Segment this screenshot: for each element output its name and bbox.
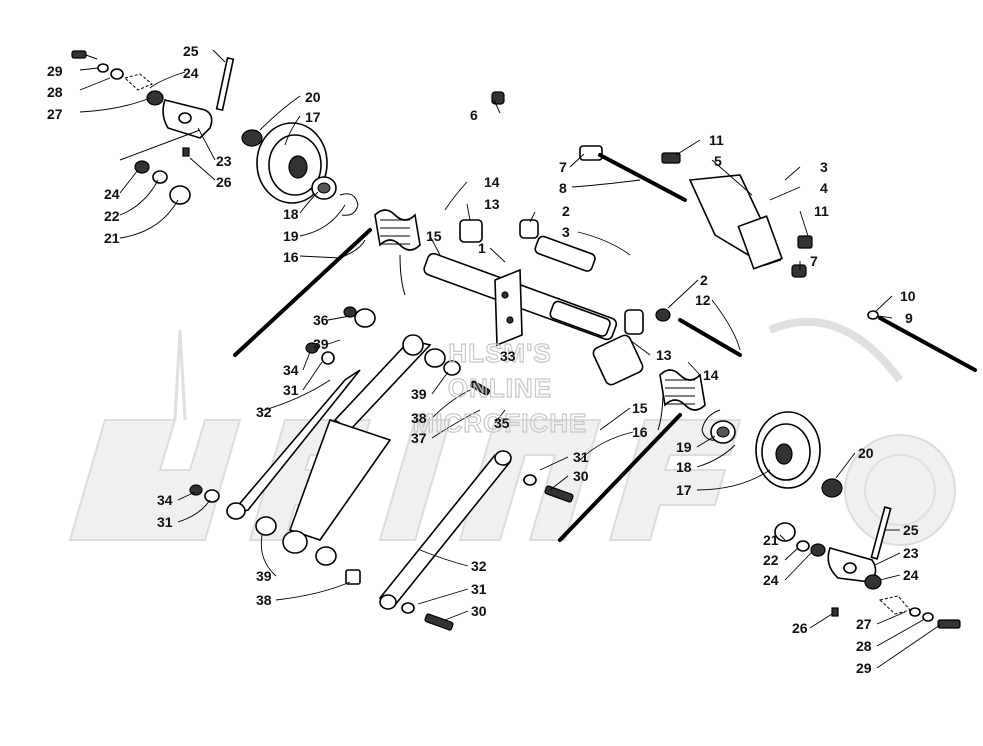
right-torsion-spring: [558, 369, 706, 542]
callout-31: 31: [471, 581, 487, 597]
callout-9: 9: [905, 310, 913, 326]
arctic-cat-logo: [68, 317, 956, 546]
callout-12: 12: [695, 292, 711, 308]
callout-21: 21: [763, 532, 779, 548]
left-idler-wheel: [241, 122, 359, 216]
callout-38: 38: [256, 592, 272, 608]
callout-33: 33: [500, 348, 516, 364]
callout-28: 28: [47, 84, 63, 100]
callout-16: 16: [283, 249, 299, 265]
callout-3: 3: [820, 159, 828, 175]
callout-6: 6: [470, 107, 478, 123]
left-torsion-spring: [233, 209, 421, 357]
callout-4: 4: [820, 180, 828, 196]
callout-5: 5: [714, 153, 722, 169]
watermark: HLSM'S ONLINE MICROFICHE: [412, 337, 588, 438]
callout-2: 2: [700, 272, 708, 288]
left-pivot-arm: [71, 50, 235, 205]
callout-10: 10: [900, 288, 916, 304]
callout-36: 36: [313, 312, 329, 328]
callout-15: 15: [632, 400, 648, 416]
callout-24: 24: [183, 65, 199, 81]
callout-1: 1: [478, 240, 486, 256]
callout-17: 17: [305, 109, 321, 125]
callout-31: 31: [283, 382, 299, 398]
callout-19: 19: [676, 439, 692, 455]
watermark-line-3: MICROFICHE: [413, 408, 588, 438]
callout-23: 23: [903, 545, 919, 561]
callout-23: 23: [216, 153, 232, 169]
callout-20: 20: [858, 445, 874, 461]
callout-39: 39: [313, 336, 329, 352]
callout-8: 8: [559, 180, 567, 196]
pivot-shaft: [423, 219, 644, 386]
callout-7: 7: [810, 253, 818, 269]
callout-24: 24: [903, 567, 919, 583]
callout-29: 29: [47, 63, 63, 79]
right-pivot-arm: [774, 506, 961, 629]
callout-30: 30: [573, 468, 589, 484]
callout-20: 20: [305, 89, 321, 105]
callout-14: 14: [703, 367, 719, 383]
callout-22: 22: [104, 208, 120, 224]
callout-3: 3: [562, 224, 570, 240]
callout-16: 16: [632, 424, 648, 440]
callout-31: 31: [573, 449, 589, 465]
callout-24: 24: [104, 186, 120, 202]
callout-17: 17: [676, 482, 692, 498]
callout-13: 13: [484, 196, 500, 212]
callout-26: 26: [792, 620, 808, 636]
callout-37: 37: [411, 430, 427, 446]
callout-24: 24: [763, 572, 779, 588]
callout-18: 18: [676, 459, 692, 475]
callout-32: 32: [471, 558, 487, 574]
callout-26: 26: [216, 174, 232, 190]
callout-29: 29: [856, 660, 872, 676]
callout-13: 13: [656, 347, 672, 363]
watermark-line-1: HLSM'S: [448, 338, 551, 368]
callout-27: 27: [47, 106, 63, 122]
watermark-line-2: ONLINE: [448, 373, 552, 403]
callout-19: 19: [283, 228, 299, 244]
shock-absorber: [189, 306, 491, 585]
callout-15: 15: [426, 228, 442, 244]
callout-34: 34: [283, 362, 299, 378]
callout-28: 28: [856, 638, 872, 654]
callout-11: 11: [709, 132, 724, 148]
callout-38: 38: [411, 410, 427, 426]
callout-31: 31: [157, 514, 173, 530]
callout-39: 39: [256, 568, 272, 584]
callout-11: 11: [814, 203, 829, 219]
leader-lines: [79, 49, 941, 669]
callout-14: 14: [484, 174, 500, 190]
lower-link: [378, 450, 574, 631]
callout-35: 35: [494, 415, 510, 431]
callout-18: 18: [283, 206, 299, 222]
callout-27: 27: [856, 616, 872, 632]
right-bracket: [491, 91, 977, 372]
callout-25: 25: [183, 43, 199, 59]
callout-25: 25: [903, 522, 919, 538]
right-idler-wheel: [701, 409, 843, 498]
callout-30: 30: [471, 603, 487, 619]
callout-32: 32: [256, 404, 272, 420]
callout-labels: 29 28 27 25 24 20 17 23 26 24 22 21 18 1…: [47, 43, 919, 676]
callout-22: 22: [763, 552, 779, 568]
callout-39: 39: [411, 386, 427, 402]
callout-2: 2: [562, 203, 570, 219]
callout-21: 21: [104, 230, 120, 246]
callout-7: 7: [559, 159, 567, 175]
callout-34: 34: [157, 492, 173, 508]
